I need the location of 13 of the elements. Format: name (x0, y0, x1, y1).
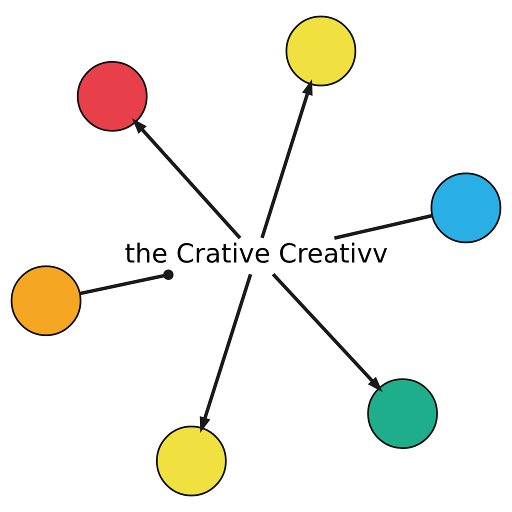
connector (334, 214, 433, 240)
node-circle (286, 16, 356, 86)
arrow (200, 274, 252, 433)
node-circle (156, 426, 227, 496)
node-text: the Crative Creativv (124, 240, 388, 270)
arrow (272, 272, 383, 392)
arrow (260, 79, 313, 238)
connector (79, 270, 174, 296)
node-circle (430, 172, 502, 244)
node-circle (10, 265, 82, 336)
node-circle (367, 378, 438, 449)
arrow (132, 118, 242, 240)
node-circle (76, 61, 148, 132)
